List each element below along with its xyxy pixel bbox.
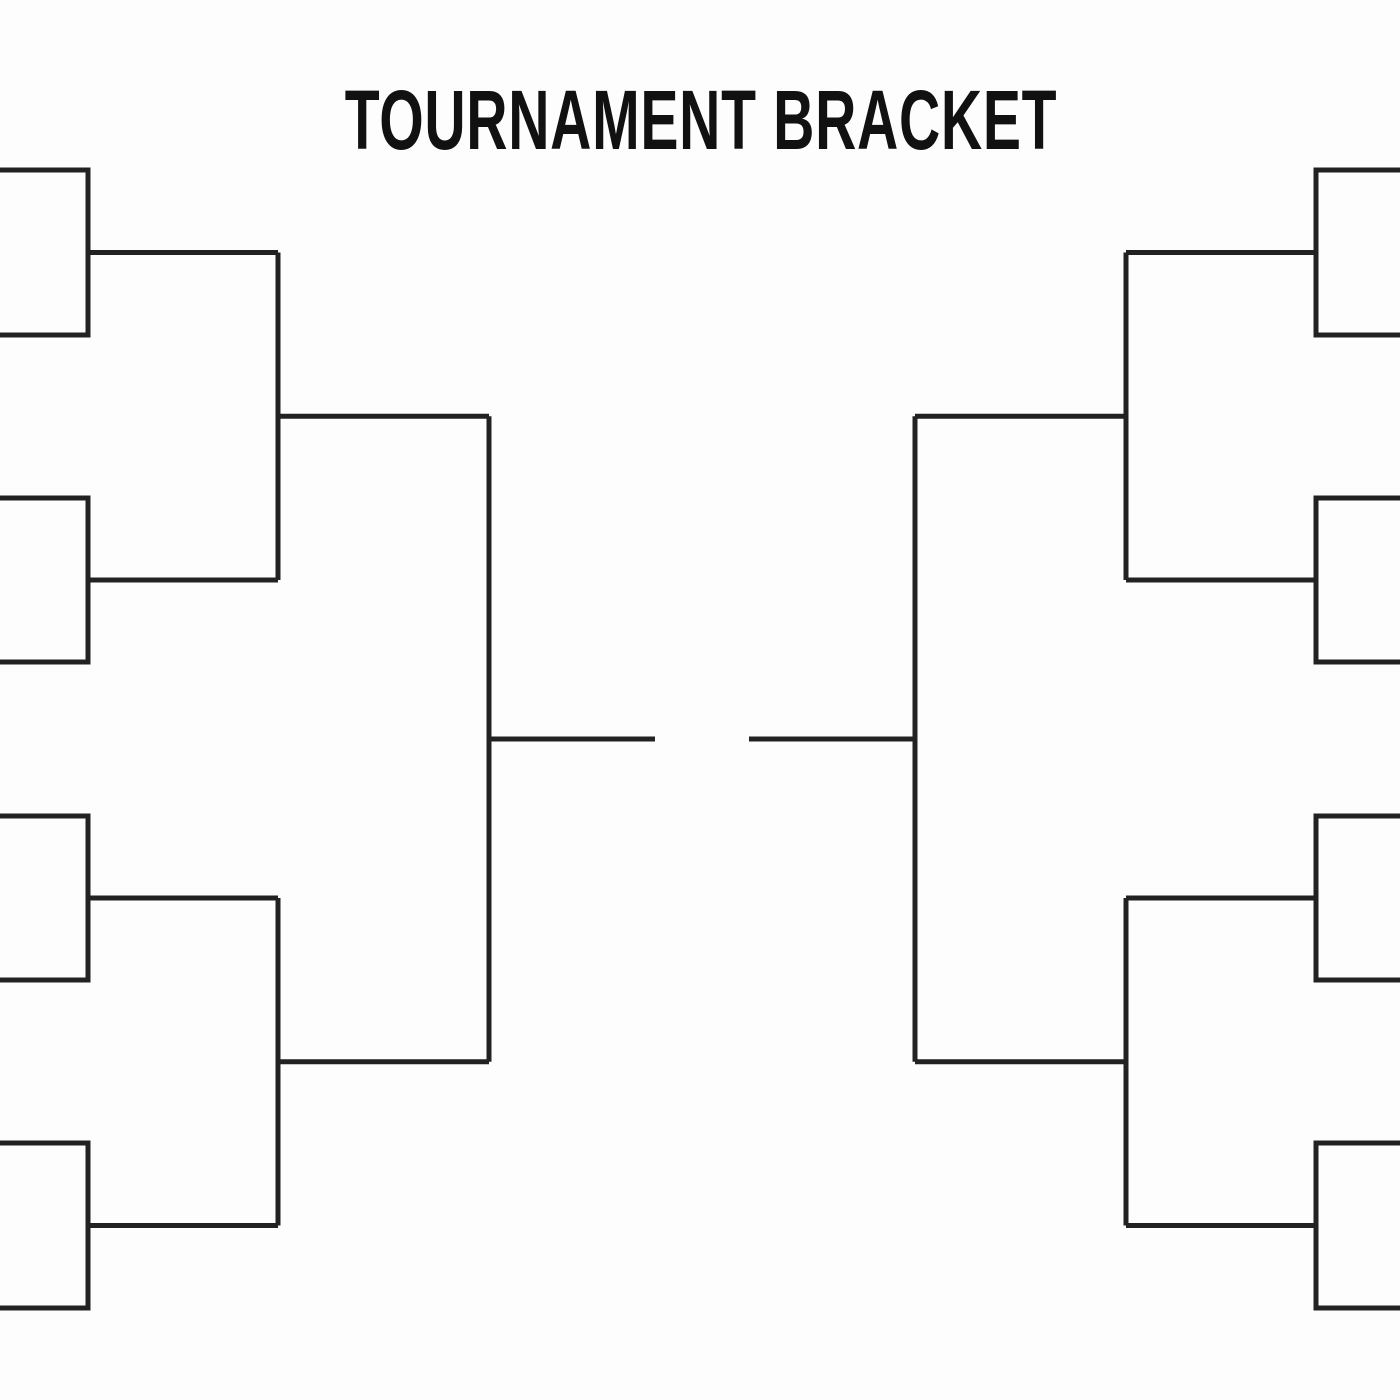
left-round1-match-3 (0, 813, 91, 983)
right-round1-match-3 (1313, 813, 1400, 983)
right-round1-match-2 (1313, 495, 1400, 665)
left-round1-match-4 (0, 1140, 91, 1311)
left-round1-match-1 (0, 167, 91, 338)
right-round1-match-4 (1313, 1140, 1400, 1311)
left-round1-match-2 (0, 495, 91, 665)
page-title: TOURNAMENT BRACKET (344, 73, 1058, 167)
right-round1-match-1 (1313, 167, 1400, 338)
